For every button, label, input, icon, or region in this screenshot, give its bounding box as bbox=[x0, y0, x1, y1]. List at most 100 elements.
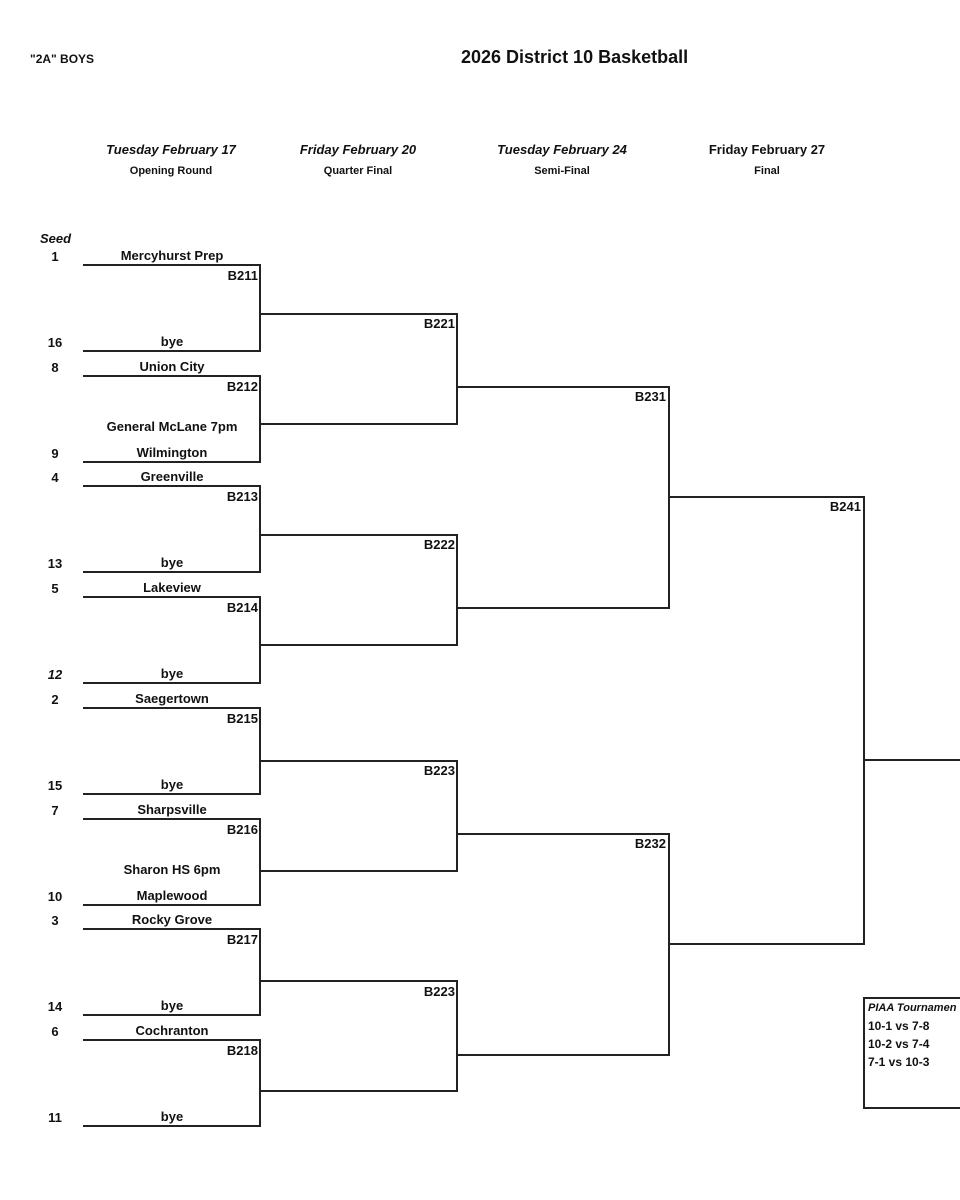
bracket-line bbox=[259, 596, 261, 684]
game-site: Sharon HS 6pm bbox=[123, 862, 221, 877]
bracket-line bbox=[259, 928, 261, 1016]
seed-number: 4 bbox=[51, 470, 59, 485]
round-date-semi: Tuesday February 24 bbox=[497, 142, 627, 157]
bracket-line bbox=[261, 980, 458, 982]
bracket-line bbox=[261, 760, 458, 762]
game-code: B213 bbox=[226, 489, 258, 504]
bracket-line bbox=[259, 264, 261, 352]
round-name-opening: Opening Round bbox=[129, 165, 213, 177]
bracket-line bbox=[259, 375, 261, 463]
seed-number: 7 bbox=[51, 803, 59, 818]
seed-number: 9 bbox=[51, 446, 59, 461]
game-code: B217 bbox=[226, 932, 258, 947]
bracket-line bbox=[83, 1014, 261, 1016]
seed-number: 5 bbox=[51, 581, 59, 596]
bracket-line bbox=[863, 496, 865, 945]
piaa-tournament-box: PIAA Tournamen 10-1 vs 7-8 10-2 vs 7-4 7… bbox=[863, 997, 960, 1109]
bracket-line bbox=[83, 1125, 261, 1127]
bracket-line bbox=[456, 534, 458, 646]
team-name: Cochranton bbox=[135, 1023, 209, 1038]
bracket-line bbox=[668, 496, 865, 498]
team-name: bye bbox=[160, 334, 184, 349]
team-name: bye bbox=[160, 998, 184, 1013]
bracket-line bbox=[456, 980, 458, 1092]
bracket-line bbox=[456, 607, 670, 609]
seed-number: 3 bbox=[51, 913, 59, 928]
game-code: B214 bbox=[226, 600, 258, 615]
seed-number: 11 bbox=[48, 1110, 62, 1125]
game-code: B211 bbox=[227, 268, 258, 283]
team-name: bye bbox=[160, 666, 184, 681]
round-date-quarter: Friday February 20 bbox=[299, 142, 417, 157]
bracket-line bbox=[83, 793, 261, 795]
semi-code: B231 bbox=[634, 389, 666, 404]
bracket-line bbox=[83, 461, 261, 463]
team-name: Rocky Grove bbox=[131, 912, 213, 927]
seed-number: 15 bbox=[47, 778, 63, 793]
game-code: B218 bbox=[226, 1043, 258, 1058]
bracket-line bbox=[83, 904, 261, 906]
bracket-line bbox=[83, 928, 261, 930]
seed-column-label: Seed bbox=[40, 231, 72, 246]
quarter-code: B223 bbox=[423, 763, 455, 778]
team-name: Wilmington bbox=[136, 445, 208, 460]
bracket-line bbox=[456, 313, 458, 425]
piaa-matchup: 10-1 vs 7-8 bbox=[868, 1019, 930, 1033]
round-date-opening: Tuesday February 17 bbox=[106, 142, 236, 157]
bracket-line bbox=[83, 707, 261, 709]
bracket-line bbox=[83, 1039, 261, 1041]
bracket-line bbox=[261, 313, 458, 315]
bracket-line bbox=[83, 350, 261, 352]
team-name: bye bbox=[160, 555, 184, 570]
seed-number: 13 bbox=[47, 556, 63, 571]
round-name-semi: Semi-Final bbox=[534, 165, 590, 177]
quarter-code: B223 bbox=[423, 984, 455, 999]
seed-number: 8 bbox=[51, 360, 59, 375]
piaa-matchup: 7-1 vs 10-3 bbox=[868, 1055, 930, 1069]
bracket-line bbox=[259, 818, 261, 906]
bracket-line bbox=[261, 534, 458, 536]
piaa-title: PIAA Tournamen bbox=[868, 1002, 957, 1014]
round-name-final: Final bbox=[754, 165, 780, 177]
bracket-line bbox=[259, 485, 261, 573]
bracket-line bbox=[83, 264, 261, 266]
bracket-line bbox=[261, 644, 458, 646]
team-name: Union City bbox=[139, 359, 205, 374]
team-name: bye bbox=[160, 777, 184, 792]
team-name: Lakeview bbox=[143, 580, 201, 595]
seed-number: 14 bbox=[47, 999, 63, 1014]
bracket-line bbox=[83, 596, 261, 598]
bracket-line bbox=[456, 760, 458, 872]
quarter-code: B221 bbox=[423, 316, 455, 331]
seed-number: 1 bbox=[51, 249, 59, 264]
seed-number: 6 bbox=[51, 1024, 59, 1039]
team-name: Mercyhurst Prep bbox=[120, 248, 224, 263]
game-code: B212 bbox=[226, 379, 258, 394]
team-name: Saegertown bbox=[135, 691, 209, 706]
game-site: General McLane 7pm bbox=[106, 419, 238, 434]
seed-number: 12 bbox=[47, 667, 63, 682]
seed-number: 10 bbox=[47, 889, 63, 904]
bracket-line bbox=[83, 818, 261, 820]
bracket-line bbox=[863, 759, 960, 761]
round-name-quarter: Quarter Final bbox=[323, 165, 393, 177]
final-code: B241 bbox=[829, 499, 861, 514]
bracket-line bbox=[456, 386, 670, 388]
bracket-line bbox=[456, 1054, 670, 1056]
team-name: Sharpsville bbox=[137, 802, 207, 817]
seed-number: 16 bbox=[47, 335, 63, 350]
bracket-line bbox=[259, 1039, 261, 1127]
team-name: Greenville bbox=[140, 469, 204, 484]
quarter-code: B222 bbox=[423, 537, 455, 552]
page-title: 2026 District 10 Basketball bbox=[461, 47, 689, 67]
bracket-line bbox=[456, 833, 670, 835]
bracket-line bbox=[261, 1090, 458, 1092]
game-code: B215 bbox=[226, 711, 258, 726]
bracket-line bbox=[261, 423, 458, 425]
piaa-matchup: 10-2 vs 7-4 bbox=[868, 1037, 930, 1051]
bracket-line bbox=[83, 375, 261, 377]
round-date-final: Friday February 27 bbox=[708, 142, 826, 157]
semi-code: B232 bbox=[634, 836, 666, 851]
bracket-line bbox=[83, 571, 261, 573]
game-code: B216 bbox=[226, 822, 258, 837]
